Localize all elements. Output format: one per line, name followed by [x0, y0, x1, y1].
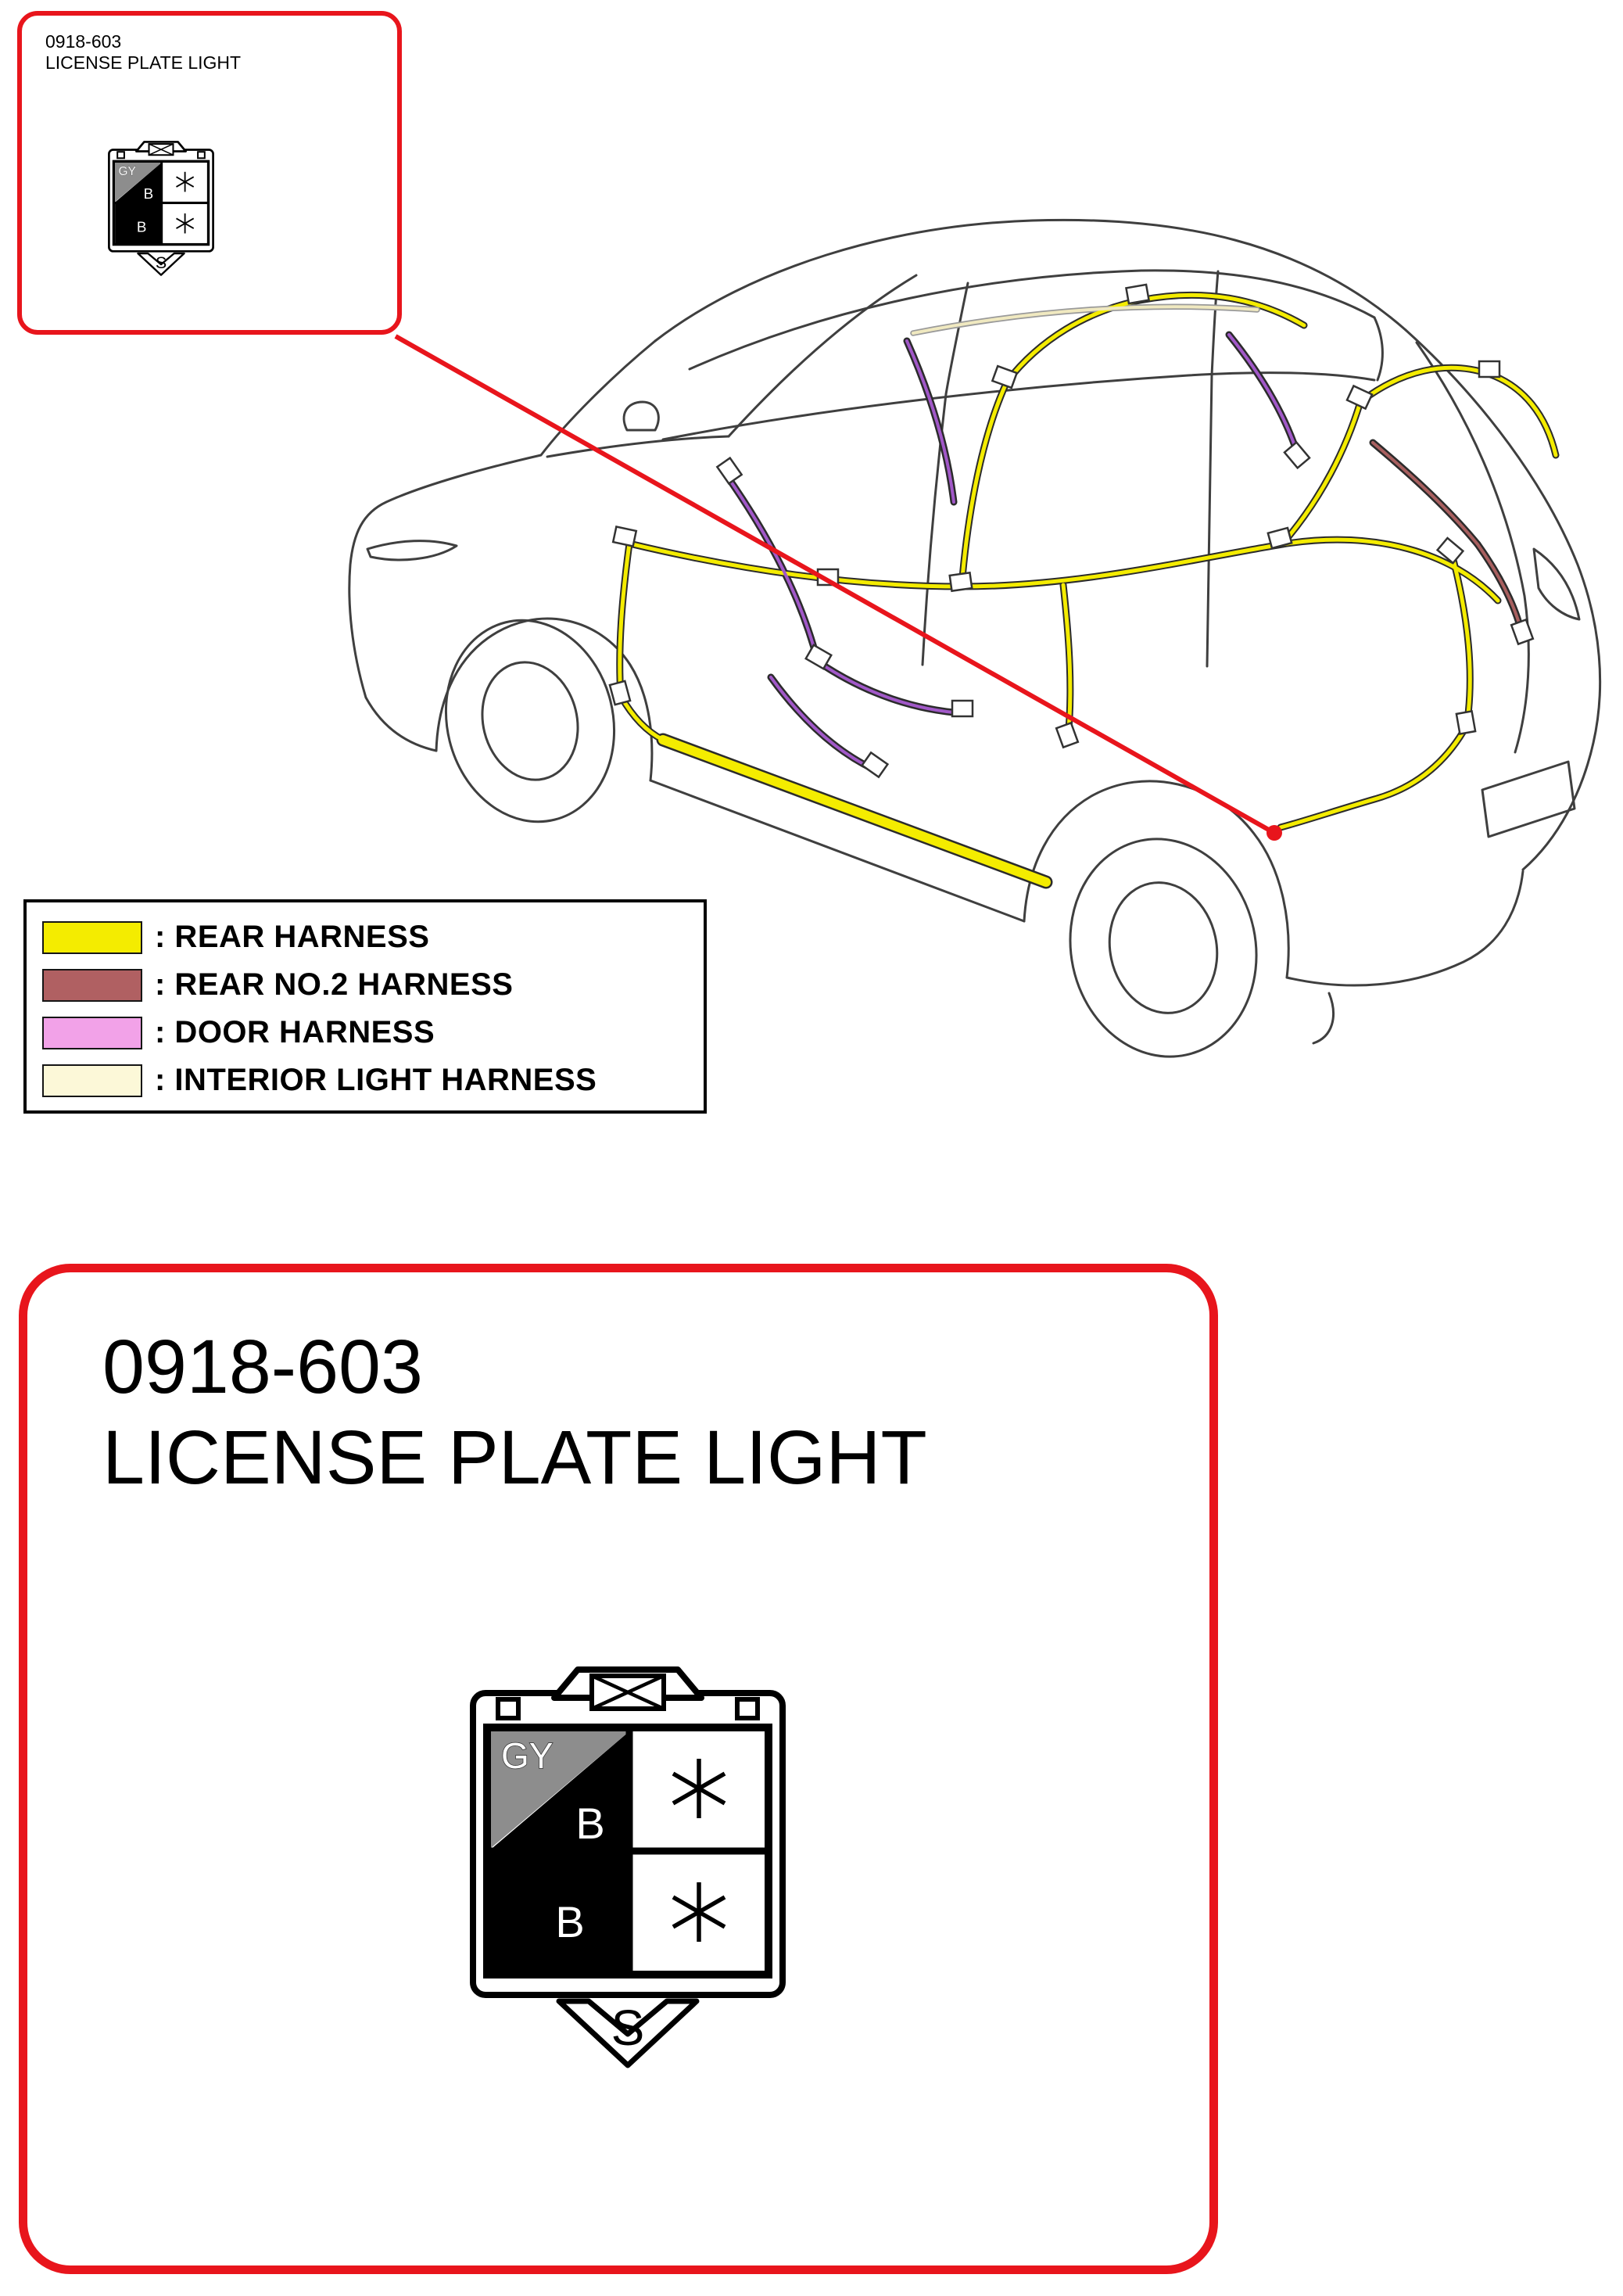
legend-label: : REAR NO.2 HARNESS	[155, 967, 514, 1002]
legend-item: : REAR NO.2 HARNESS	[42, 961, 704, 1009]
wire-color-triangle	[491, 1731, 629, 1848]
pin-label-bottom: B	[555, 1897, 584, 1946]
rear-lamp	[1532, 547, 1581, 621]
legend-swatch-rear-harness	[42, 920, 142, 954]
detail-part-title: LICENSE PLATE LIGHT	[102, 1415, 927, 1500]
keyway-icon	[148, 143, 174, 156]
latch-slot-left	[496, 1697, 521, 1720]
legend-item: : INTERIOR LIGHT HARNESS	[42, 1057, 704, 1104]
detail-panel: 0918-603 LICENSE PLATE LIGHT GY B B	[19, 1264, 1218, 2274]
legend-item: : REAR HARNESS	[42, 913, 704, 961]
rear-wheel	[1069, 838, 1258, 1058]
connector-diagram-large: GY B B S	[470, 1666, 786, 2068]
mirror	[622, 400, 660, 432]
headlight	[366, 540, 458, 561]
rear-harness-lines	[620, 295, 1556, 827]
rear-no2-harness-outlines	[1373, 443, 1523, 638]
location-callout-box: 0918-603 LICENSE PLATE LIGHT GY B B	[17, 11, 402, 335]
keyway-icon	[589, 1674, 666, 1711]
latch-slot-left	[116, 151, 125, 160]
interior-harness-outline	[913, 307, 1257, 333]
pin-grid: GY B B	[112, 160, 210, 246]
wire-color-triangle	[115, 162, 162, 203]
harness-legend: : REAR HARNESS : REAR NO.2 HARNESS : DOO…	[23, 899, 707, 1114]
shield-arrow-icon: S	[137, 252, 185, 276]
harness-outlines	[620, 295, 1556, 827]
wildcard-symbol-icon-top	[176, 171, 195, 192]
door-harness-outlines	[726, 335, 1299, 770]
shield-label: S	[156, 253, 167, 272]
interior-light-harness-line	[912, 305, 1259, 335]
rear-no2-harness-lines	[1371, 441, 1524, 640]
wire-color-label: GY	[501, 1735, 553, 1776]
leader-line	[394, 334, 1282, 841]
sill-harness-line	[663, 740, 1046, 882]
latch-slot-right	[735, 1697, 760, 1720]
license-plate-recess	[1481, 760, 1576, 838]
connector-diagram-small: GY B B S	[108, 141, 214, 276]
front-wheel	[444, 619, 616, 823]
pin-label-top: B	[575, 1799, 604, 1848]
legend-label: : DOOR HARNESS	[155, 1015, 435, 1049]
legend-swatch-door-harness	[42, 1016, 142, 1049]
legend-swatch-interior-light-harness	[42, 1064, 142, 1097]
wildcard-symbol-icon-bottom	[176, 213, 195, 234]
pin-label-bottom: B	[137, 218, 147, 235]
shield-arrow-icon: S	[556, 1998, 700, 2068]
door-harness-lines	[724, 333, 1301, 771]
wildcard-symbol-icon-top	[672, 1759, 726, 1818]
part-title: LICENSE PLATE LIGHT	[45, 52, 242, 73]
detail-part-code: 0918-603	[102, 1324, 423, 1409]
wire-color-label: GY	[119, 165, 136, 178]
legend-label: : INTERIOR LIGHT HARNESS	[155, 1063, 597, 1097]
legend-item: : DOOR HARNESS	[42, 1009, 704, 1057]
legend-label: : REAR HARNESS	[155, 920, 430, 954]
component-location-dot	[1267, 825, 1282, 841]
wildcard-symbol-icon-bottom	[672, 1882, 726, 1942]
sill-harness-outline	[663, 740, 1046, 882]
part-code: 0918-603	[45, 31, 122, 52]
inline-connectors	[608, 283, 1535, 779]
pin-grid: GY B B	[483, 1724, 772, 1979]
latch-slot-right	[197, 151, 206, 160]
shield-label: S	[611, 2000, 645, 2056]
pin-label-top: B	[144, 185, 154, 202]
legend-swatch-rear-no2-harness	[42, 968, 142, 1002]
